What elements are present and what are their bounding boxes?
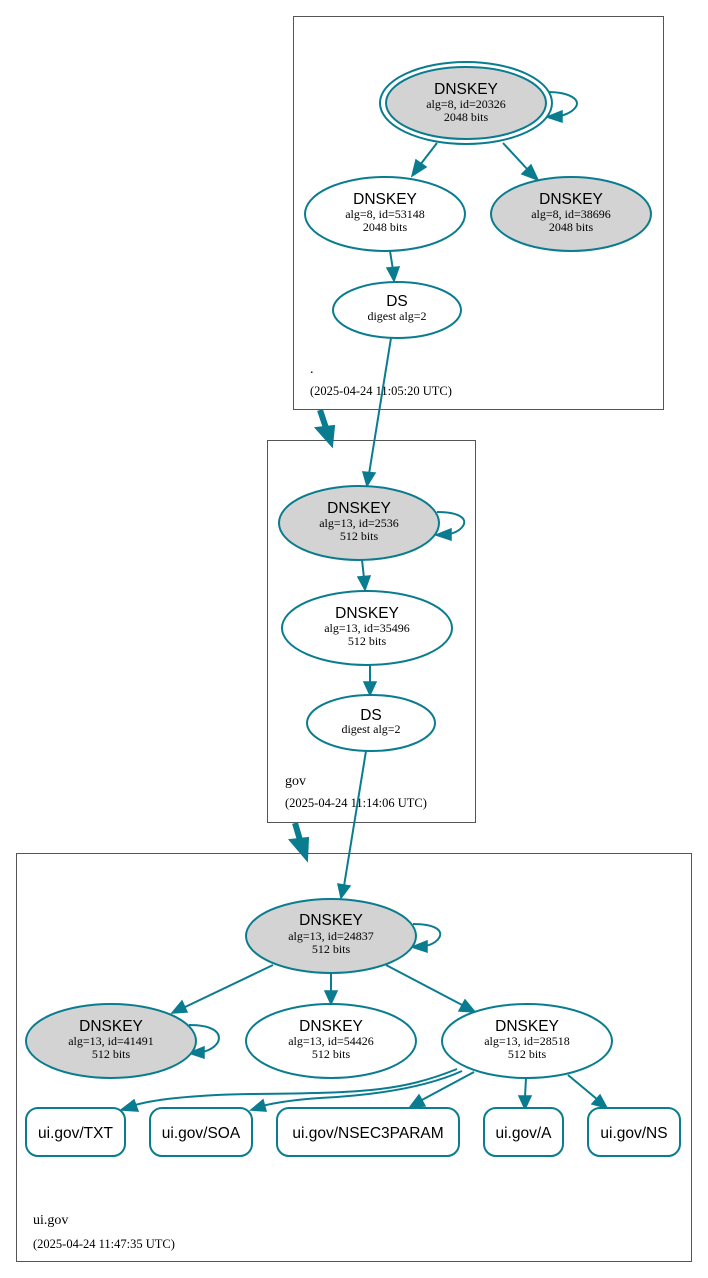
node-ui-zsk-size: 512 bits bbox=[508, 1047, 547, 1061]
node-ui-k1-params: alg=13, id=41491 bbox=[68, 1034, 154, 1048]
node-gov-ds[interactable]: DS digest alg=2 bbox=[332, 281, 462, 339]
node-root-zsk-size: 2048 bits bbox=[363, 220, 408, 234]
edge-ui-zsk-to-soa bbox=[249, 1070, 463, 1112]
zone-uigov-name: ui.gov bbox=[33, 1213, 68, 1228]
zone-gov-timestamp: (2025-04-24 11:14:06 UTC) bbox=[285, 796, 427, 810]
record-nsec3param[interactable]: ui.gov/NSEC3PARAM bbox=[276, 1107, 460, 1157]
edge-ui-ksk-to-zsk bbox=[385, 964, 477, 1013]
node-gov-ksk[interactable]: DNSKEY alg=13, id=2536 512 bits bbox=[278, 485, 440, 561]
node-gov-zsk-size: 512 bits bbox=[348, 634, 387, 648]
node-root-k2-size: 2048 bits bbox=[549, 220, 594, 234]
node-root-ksk-type: DNSKEY bbox=[434, 81, 498, 98]
node-ui-k2[interactable]: DNSKEY alg=13, id=54426 512 bits bbox=[245, 1003, 417, 1079]
record-a[interactable]: ui.gov/A bbox=[483, 1107, 564, 1157]
edge-ui-ksk-self bbox=[409, 923, 442, 954]
node-ui-ksk-size: 512 bits bbox=[312, 942, 351, 956]
node-ui-zsk-type: DNSKEY bbox=[495, 1018, 559, 1035]
edge-ui-zsk-to-a bbox=[517, 1077, 533, 1111]
record-a-label: ui.gov/A bbox=[495, 1125, 552, 1142]
node-root-zsk-type: DNSKEY bbox=[353, 191, 417, 208]
node-root-zsk[interactable]: DNSKEY alg=8, id=53148 2048 bits bbox=[304, 176, 466, 252]
node-root-ksk[interactable]: DNSKEY alg=8, id=20326 2048 bits bbox=[379, 61, 553, 145]
node-ui-ds-params: digest alg=2 bbox=[341, 722, 400, 736]
zone-gov-name: gov bbox=[285, 774, 306, 789]
edge-ui-zsk-to-nsec3param bbox=[408, 1071, 475, 1108]
node-ui-ksk[interactable]: DNSKEY alg=13, id=24837 512 bits bbox=[245, 898, 417, 974]
node-ui-ksk-params: alg=13, id=24837 bbox=[288, 929, 374, 943]
edge-ui-zsk-to-ns bbox=[567, 1074, 609, 1110]
edge-ui-k1-self bbox=[186, 1024, 220, 1060]
edge-gov-ksk-self bbox=[433, 511, 466, 542]
zone-root-name: . bbox=[310, 362, 314, 377]
node-ui-k1[interactable]: DNSKEY alg=13, id=41491 512 bits bbox=[25, 1003, 197, 1079]
record-ns-label: ui.gov/NS bbox=[600, 1125, 667, 1142]
edge-root-zsk-to-ds bbox=[385, 250, 401, 283]
node-ui-zsk-params: alg=13, id=28518 bbox=[484, 1034, 570, 1048]
record-nsec3param-label: ui.gov/NSEC3PARAM bbox=[292, 1125, 443, 1142]
node-gov-zsk[interactable]: DNSKEY alg=13, id=35496 512 bits bbox=[281, 590, 453, 666]
node-ui-ksk-type: DNSKEY bbox=[299, 912, 363, 929]
node-ui-k2-type: DNSKEY bbox=[299, 1018, 363, 1035]
node-root-k2[interactable]: DNSKEY alg=8, id=38696 2048 bits bbox=[490, 176, 652, 252]
edge-gov-ksk-to-zsk bbox=[356, 559, 372, 592]
edge-ui-ksk-to-k1 bbox=[170, 964, 274, 1014]
record-txt[interactable]: ui.gov/TXT bbox=[25, 1107, 126, 1157]
record-soa[interactable]: ui.gov/SOA bbox=[149, 1107, 253, 1157]
node-ui-ds[interactable]: DS digest alg=2 bbox=[306, 694, 436, 752]
node-root-ksk-size: 2048 bits bbox=[444, 110, 489, 124]
node-gov-ksk-params: alg=13, id=2536 bbox=[319, 516, 399, 530]
edge-root-ksk-to-k2 bbox=[502, 142, 540, 182]
edge-ui-ksk-to-k2 bbox=[323, 974, 339, 1006]
record-soa-label: ui.gov/SOA bbox=[162, 1125, 241, 1142]
delegation-root-to-gov bbox=[313, 409, 336, 449]
record-txt-label: ui.gov/TXT bbox=[38, 1125, 113, 1142]
node-ui-k2-params: alg=13, id=54426 bbox=[288, 1034, 374, 1048]
edge-gov-ds-to-gov-ksk bbox=[361, 337, 392, 488]
node-gov-ds-params: digest alg=2 bbox=[367, 309, 426, 323]
edge-root-ksk-to-zsk bbox=[410, 142, 438, 178]
node-ui-k1-size: 512 bits bbox=[92, 1047, 131, 1061]
node-root-k2-params: alg=8, id=38696 bbox=[531, 207, 611, 221]
node-gov-ksk-size: 512 bits bbox=[340, 529, 379, 543]
edge-ui-ds-to-ui-ksk bbox=[337, 750, 367, 900]
zone-uigov-timestamp: (2025-04-24 11:47:35 UTC) bbox=[33, 1237, 175, 1251]
node-root-zsk-params: alg=8, id=53148 bbox=[345, 207, 425, 221]
edge-gov-zsk-to-ds bbox=[362, 665, 378, 697]
node-root-k2-type: DNSKEY bbox=[539, 191, 603, 208]
node-root-ksk-params: alg=8, id=20326 bbox=[426, 97, 506, 111]
node-ui-ds-type: DS bbox=[360, 707, 382, 724]
delegation-gov-to-uigov bbox=[288, 822, 310, 863]
node-gov-ds-type: DS bbox=[386, 293, 408, 310]
edge-ui-zsk-to-txt bbox=[118, 1068, 458, 1112]
edge-root-ksk-self bbox=[544, 91, 578, 124]
node-ui-zsk[interactable]: DNSKEY alg=13, id=28518 512 bits bbox=[441, 1003, 613, 1079]
record-ns[interactable]: ui.gov/NS bbox=[587, 1107, 681, 1157]
node-gov-zsk-params: alg=13, id=35496 bbox=[324, 621, 410, 635]
node-gov-zsk-type: DNSKEY bbox=[335, 605, 399, 622]
node-ui-k1-type: DNSKEY bbox=[79, 1018, 143, 1035]
zone-root-timestamp: (2025-04-24 11:05:20 UTC) bbox=[310, 384, 452, 398]
node-ui-k2-size: 512 bits bbox=[312, 1047, 351, 1061]
node-gov-ksk-type: DNSKEY bbox=[327, 500, 391, 517]
